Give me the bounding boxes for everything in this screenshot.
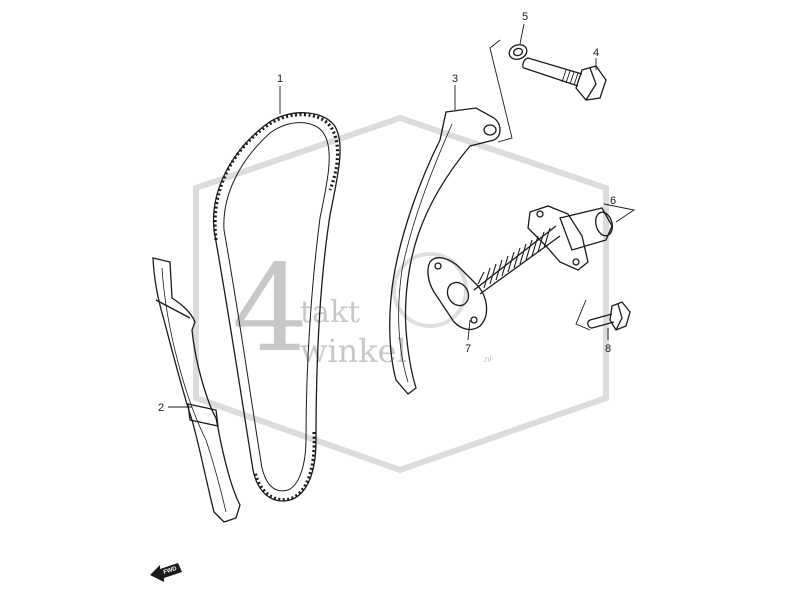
assembly-line-bolt-to-adjuster (575, 299, 591, 331)
leader-lines (168, 23, 636, 408)
part-number-4: 4 (593, 47, 599, 59)
adjuster-cap (595, 211, 613, 237)
fwd-arrow-icon (150, 563, 182, 582)
chain-guide (152, 257, 241, 523)
adjuster-body (559, 207, 613, 251)
leader-7 (467, 319, 471, 341)
fwd-marker: FWD (150, 563, 182, 582)
gasket-center-hole (446, 281, 470, 307)
part-numbers: 1 2 3 4 5 6 7 8 (158, 11, 616, 414)
leader-5 (519, 23, 525, 45)
gasket (427, 257, 488, 331)
washer (508, 44, 528, 60)
watermark-ring-icon (392, 252, 468, 328)
gasket-outline (427, 257, 488, 331)
watermark-hexagon (193, 114, 609, 474)
part-number-1: 1 (277, 73, 283, 85)
chain-guide-outline (152, 257, 241, 523)
pivot-bolt-shank (523, 57, 583, 87)
adjuster-bolt-head (609, 301, 631, 331)
chain-inner-strand (223, 122, 330, 492)
adjuster-flange-bolt-hole-top (536, 210, 544, 218)
washer-outer (508, 44, 528, 60)
part-number-3: 3 (452, 73, 458, 85)
adjuster-bolt-shank (587, 313, 615, 329)
chain-guide-inner-line (161, 267, 227, 513)
tensioner-arm-outline (389, 107, 501, 395)
pivot-bolt (522, 57, 607, 101)
part-number-6: 6 (610, 195, 616, 207)
fwd-label: FWD (163, 566, 178, 576)
watermark-digit: 4 (232, 240, 308, 379)
pivot-bolt-thread (561, 69, 579, 86)
watermark: 4 takt winkel .nl (193, 114, 609, 474)
assembly-lines (489, 39, 591, 331)
adjuster-flange-bolt-hole-bottom (572, 258, 580, 266)
tensioner-arm-inner-line (398, 123, 453, 383)
watermark-suffix: .nl (482, 354, 492, 364)
leader-6 (603, 203, 636, 223)
washer-inner (512, 47, 524, 57)
tensioner-adjuster (473, 205, 613, 295)
part-number-8: 8 (605, 343, 611, 355)
pivot-bolt-tip (522, 57, 529, 69)
gasket-bolt-hole-bottom (470, 316, 478, 324)
chain-links-lower (253, 431, 316, 502)
chain-links-upper (213, 113, 340, 241)
chain-guide-mid-clip (187, 403, 219, 427)
chain-guide-top-rib (155, 299, 191, 319)
part-number-7: 7 (465, 343, 471, 355)
tensioner-arm-pivot-hole (483, 124, 497, 136)
pivot-bolt-head (575, 65, 607, 101)
part-number-2: 2 (158, 402, 164, 414)
adjuster-flange (527, 205, 589, 271)
adjuster-rod (473, 225, 561, 295)
adjuster-bolt (587, 301, 631, 331)
assembly-line-bolt-to-arm (489, 39, 513, 143)
tensioner-arm (389, 107, 501, 395)
part-number-5: 5 (522, 11, 528, 23)
cam-chain (212, 112, 341, 502)
gasket-bolt-hole-top (434, 262, 442, 270)
watermark-line1: takt (300, 295, 360, 330)
